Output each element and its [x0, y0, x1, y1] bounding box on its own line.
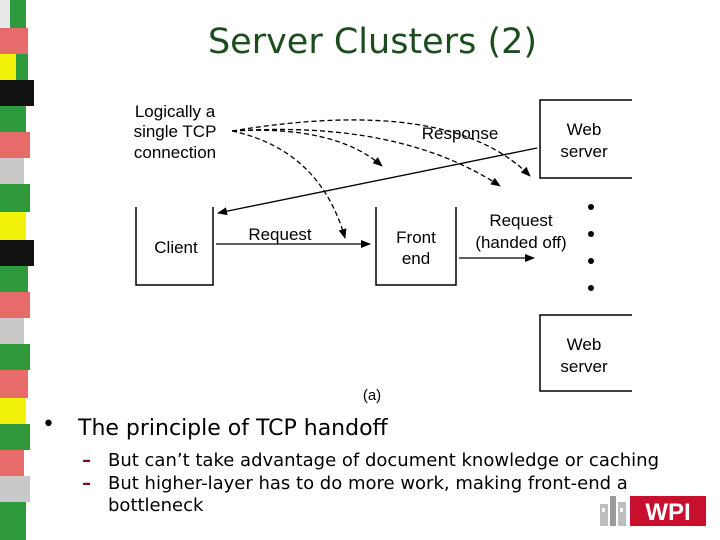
bullet-dot: • — [42, 412, 55, 437]
web-server-bottom-label-2: server — [560, 357, 608, 376]
client-label: Client — [154, 238, 198, 257]
sub-bullet-1-text: But can’t take advantage of document kno… — [108, 450, 659, 471]
ellipsis-dot — [588, 204, 594, 210]
slide-title: Server Clusters (2) — [207, 22, 538, 62]
handoff-label-2: (handed off) — [475, 233, 566, 252]
sub-bullet-2-text: But higher-layer has to do more work, ma… — [108, 473, 628, 494]
note-line-2: single TCP — [134, 122, 217, 141]
front-end-label-1: Front — [396, 228, 436, 247]
request-label: Request — [248, 225, 312, 244]
dash-marker: – — [82, 473, 91, 494]
web-server-top-box — [539, 99, 632, 179]
web-server-bottom-box — [539, 314, 632, 392]
response-label: Response — [422, 124, 499, 143]
logical-connection-arrow-4 — [231, 119, 531, 177]
handoff-label-1: Request — [489, 211, 553, 230]
logical-connection-arrow-2 — [231, 129, 383, 167]
web-server-bottom-label-1: Web — [567, 335, 602, 354]
response-arrow — [217, 147, 538, 216]
logical-connection-arrow-3 — [231, 128, 501, 187]
wpi-logo-text: WPI — [645, 499, 690, 526]
client-box — [135, 207, 214, 286]
decorative-side-stripe — [0, 0, 40, 540]
web-server-top-label-2: server — [560, 142, 608, 161]
note-line-3: connection — [134, 143, 216, 162]
sub-bullet-1: –But can’t take advantage of document kn… — [82, 450, 659, 471]
front-end-box — [375, 207, 457, 286]
sub-bullet-2: –But higher-layer has to do more work, m… — [82, 473, 628, 494]
wpi-logo: WPI — [600, 496, 706, 526]
sub-bullet-2-continuation: bottleneck — [108, 495, 204, 516]
ellipsis-dot — [588, 285, 594, 291]
ellipsis-dot — [588, 258, 594, 264]
web-server-top-label-1: Web — [567, 120, 602, 139]
logical-connection-arrow-1 — [231, 130, 347, 239]
note-line-1: Logically a — [135, 102, 216, 121]
dash-marker: – — [82, 450, 91, 471]
figure-caption: (a) — [363, 387, 381, 404]
main-bullet-text: The principle of TCP handoff — [78, 416, 388, 441]
ellipsis-dot — [588, 231, 594, 237]
front-end-label-2: end — [402, 249, 430, 268]
